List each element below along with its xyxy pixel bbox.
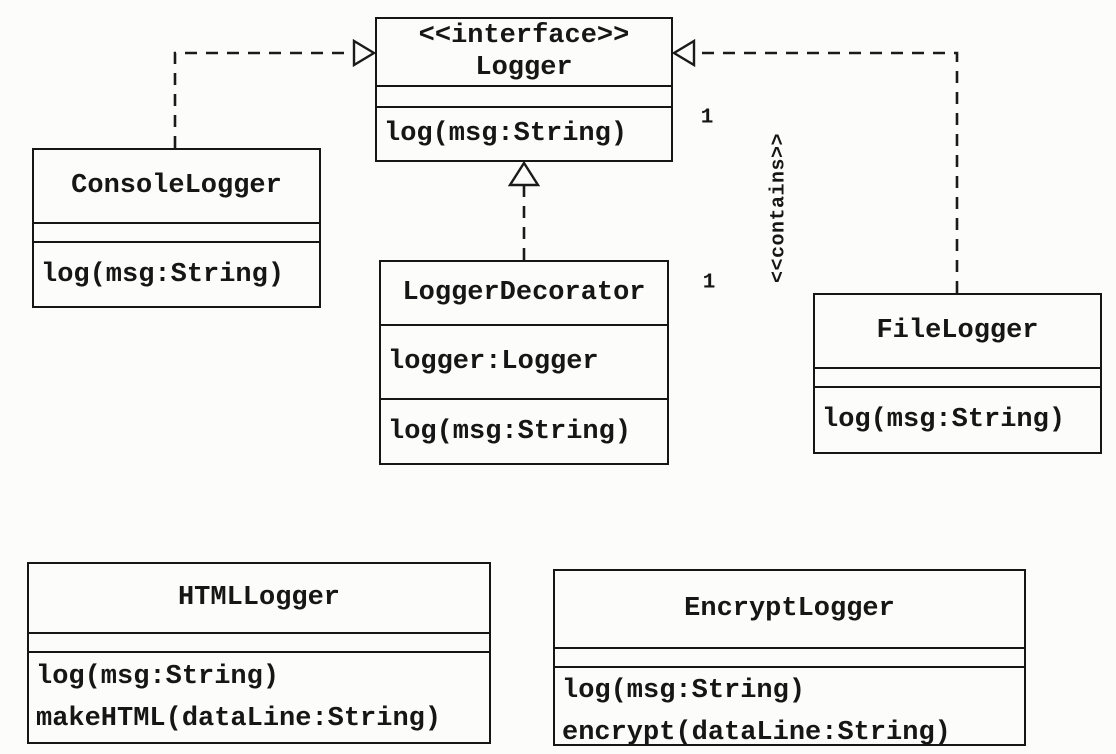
class-header: <<interface>> Logger xyxy=(377,19,671,85)
method-label: log(msg:String) xyxy=(562,676,806,706)
attributes-compartment xyxy=(29,632,489,651)
realization-line-consolelogger-logger xyxy=(173,51,353,148)
method-label: log(msg:String) xyxy=(822,405,1066,435)
class-box-htmllogger: HTMLLogger log(msg:String) makeHTML(data… xyxy=(27,562,491,744)
method-label: log(msg:String) xyxy=(36,661,280,692)
class-header: LoggerDecorator xyxy=(381,262,667,324)
class-header: FileLogger xyxy=(815,295,1100,367)
attributes-compartment: logger:Logger xyxy=(381,324,667,398)
class-header: HTMLLogger xyxy=(29,564,489,632)
methods-compartment: log(msg:String) xyxy=(381,398,667,463)
realization-triangle-icon xyxy=(671,38,696,68)
class-name: EncryptLogger xyxy=(684,594,895,624)
method-label: encrypt(dataLine:String) xyxy=(562,718,951,748)
class-name: FileLogger xyxy=(876,316,1039,346)
methods-compartment: log(msg:String) makeHTML(dataLine:String… xyxy=(29,651,489,742)
realization-line-filelogger-logger xyxy=(695,51,959,293)
realization-triangle-icon xyxy=(507,160,541,187)
attributes-compartment xyxy=(555,647,1024,666)
method-label: log(msg:String) xyxy=(384,119,628,149)
realization-triangle-icon xyxy=(352,38,377,68)
method-label: makeHTML(dataLine:String) xyxy=(36,703,442,734)
methods-compartment: log(msg:String) xyxy=(34,241,319,306)
class-header: ConsoleLogger xyxy=(34,150,319,222)
method-label: log(msg:String) xyxy=(41,259,285,290)
class-name: ConsoleLogger xyxy=(71,171,282,201)
class-box-logger: <<interface>> Logger log(msg:String) xyxy=(375,17,673,162)
class-box-filelogger: FileLogger log(msg:String) xyxy=(813,293,1102,454)
attributes-compartment xyxy=(815,367,1100,386)
methods-compartment: log(msg:String) encrypt(dataLine:String) xyxy=(555,666,1024,754)
attributes-compartment xyxy=(377,85,671,106)
contains-stereotype-label: <<contains>> xyxy=(767,132,791,284)
attributes-compartment xyxy=(34,222,319,241)
class-box-encryptlogger: EncryptLogger log(msg:String) encrypt(da… xyxy=(553,569,1026,748)
class-name: LoggerDecorator xyxy=(402,278,646,308)
methods-compartment: log(msg:String) xyxy=(815,386,1100,452)
method-label: log(msg:String) xyxy=(388,416,632,447)
multiplicity-label-logger-end: 1 xyxy=(700,106,714,130)
stereotype-label: <<interface>> xyxy=(418,21,630,51)
attribute-label: logger:Logger xyxy=(388,347,599,377)
methods-compartment: log(msg:String) xyxy=(377,106,671,160)
class-name: Logger xyxy=(475,53,573,83)
class-name: HTMLLogger xyxy=(177,583,341,613)
class-box-consolelogger: ConsoleLogger log(msg:String) xyxy=(32,148,321,308)
class-header: EncryptLogger xyxy=(555,571,1024,647)
class-box-loggerdecorator: LoggerDecorator logger:Logger log(msg:St… xyxy=(379,260,669,465)
multiplicity-label-decorator-end: 1 xyxy=(702,271,716,295)
